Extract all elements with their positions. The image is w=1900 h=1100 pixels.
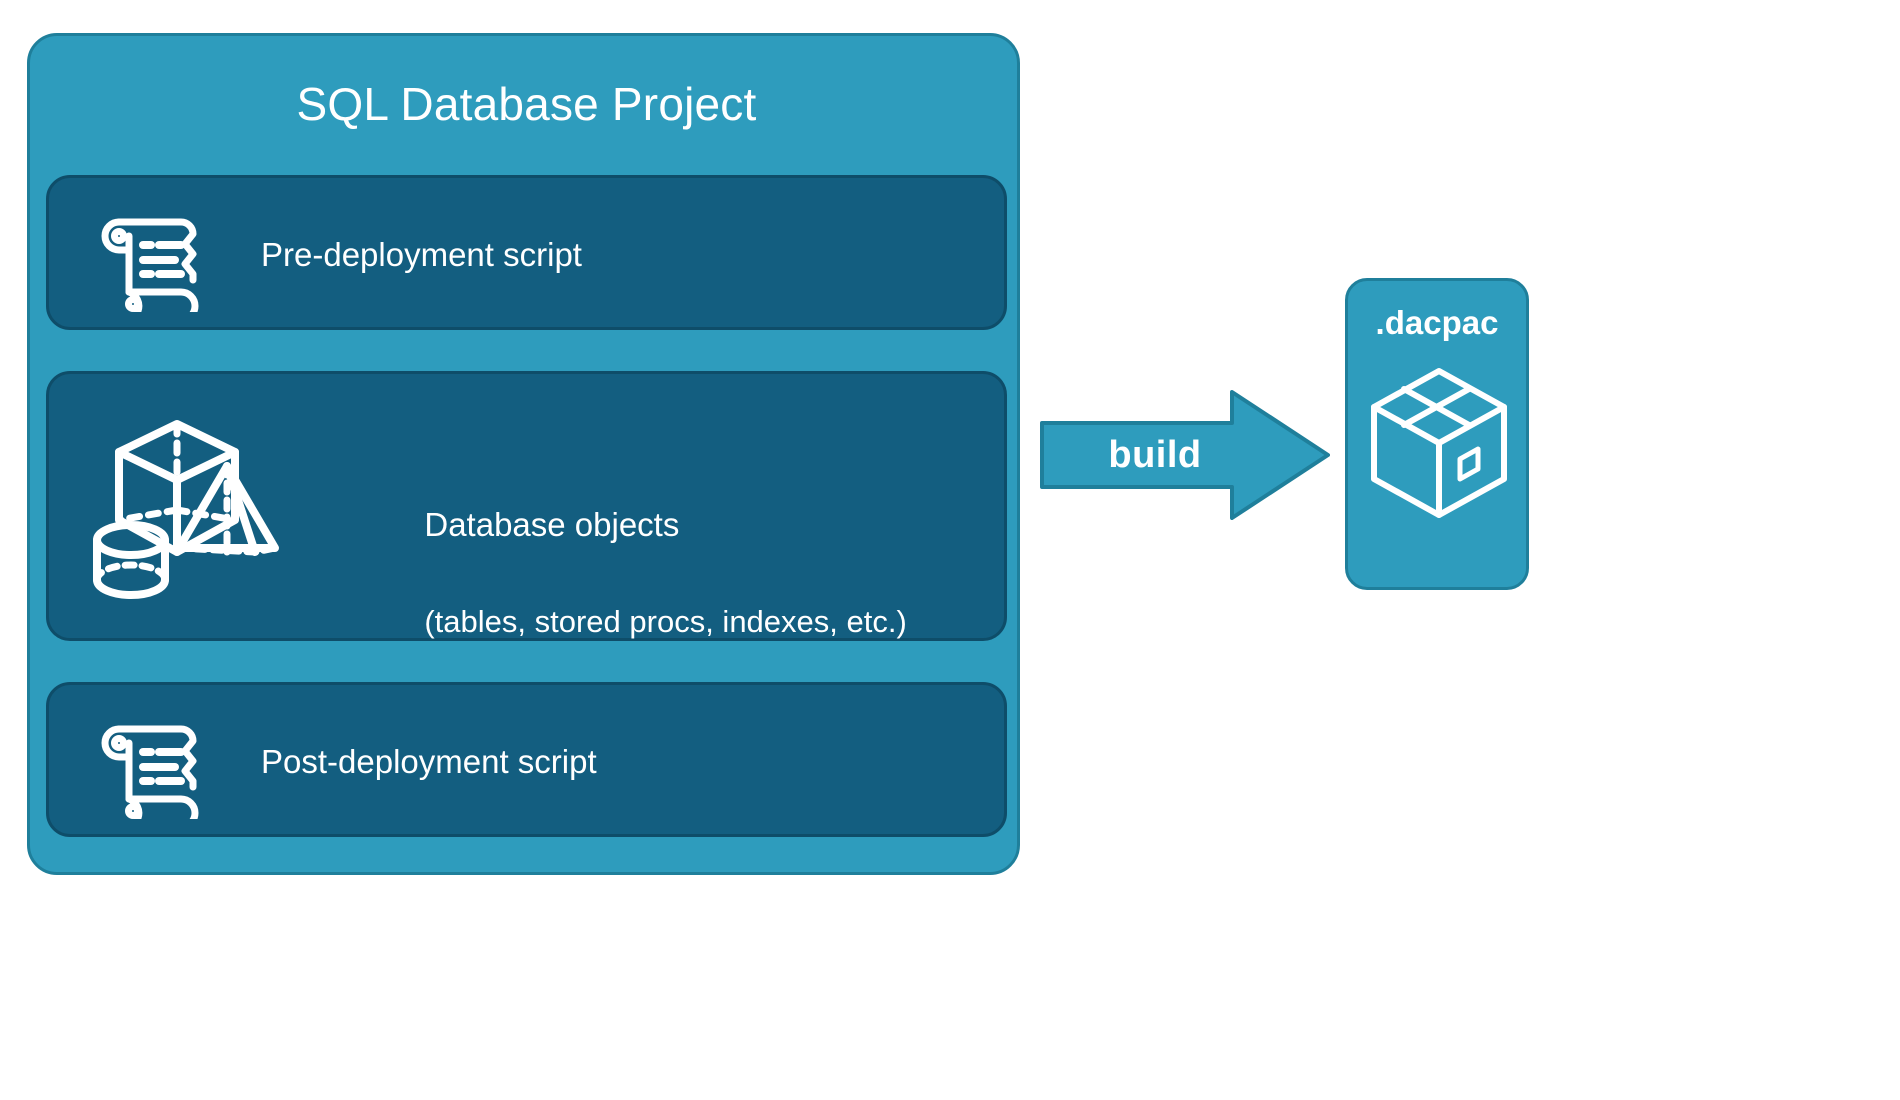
cube-shape bbox=[115, 420, 239, 556]
panel-post-deployment[interactable]: Post-deployment script bbox=[46, 682, 1007, 837]
scroll-icon bbox=[89, 200, 209, 325]
pyramid-shape bbox=[175, 462, 279, 556]
project-title: SQL Database Project bbox=[296, 78, 757, 130]
panel-post-deployment-label: Post-deployment script bbox=[261, 743, 597, 780]
dacpac-output-card: .dacpac bbox=[1345, 278, 1529, 590]
arrow-right-icon bbox=[1040, 390, 1330, 520]
panel-database-objects-label: Database objects (tables, stored procs, … bbox=[351, 453, 907, 694]
scroll-icon bbox=[89, 707, 209, 832]
sql-database-project-card: SQL Database Project bbox=[27, 33, 1020, 875]
panel-pre-deployment-label: Pre-deployment script bbox=[261, 236, 582, 273]
panel-pre-deployment[interactable]: Pre-deployment script bbox=[46, 175, 1007, 330]
cylinder-shape bbox=[93, 521, 169, 599]
panel-database-objects[interactable]: Database objects (tables, stored procs, … bbox=[46, 371, 1007, 641]
panel-database-objects-label-line1: Database objects bbox=[424, 506, 680, 543]
build-arrow-label: build bbox=[1108, 433, 1202, 476]
panel-database-objects-label-line2: (tables, stored procs, indexes, etc.) bbox=[424, 604, 907, 639]
dacpac-title: .dacpac bbox=[1375, 304, 1499, 341]
shapes-icon bbox=[79, 402, 329, 617]
package-box-icon bbox=[1366, 363, 1512, 523]
